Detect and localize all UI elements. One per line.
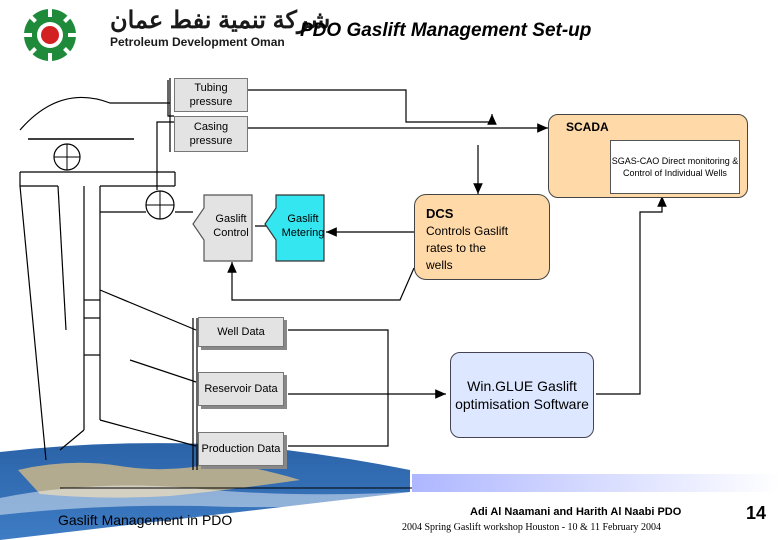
footer-accent-bar (412, 474, 780, 492)
footer-workshop: 2004 Spring Gaslift workshop Houston - 1… (402, 522, 662, 533)
page-title: PDO Gaslift Management Set-up (300, 20, 592, 41)
winglue-box: Win.GLUE Gaslift optimisation Software (450, 352, 594, 438)
gaslift-metering-shape (264, 194, 325, 262)
pdo-logo-icon (23, 8, 77, 62)
gaslift-control-label: Gaslift Control (213, 213, 249, 239)
reservoir-data-box: Reservoir Data (198, 372, 284, 406)
casing-pressure-box: Casing pressure (174, 116, 248, 152)
gaslift-control-shape (192, 194, 253, 262)
scada-label: SCADA (566, 120, 609, 134)
gaslift-metering-label: Gaslift Metering (281, 213, 325, 239)
dcs-body: Controls Gaslift rates to the wells (426, 224, 509, 272)
footer-left-title: Gaslift Management in PDO (58, 512, 233, 528)
logo-english-text: Petroleum Development Oman (110, 35, 285, 49)
tubing-pressure-box: Tubing pressure (174, 78, 248, 112)
well-data-box: Well Data (198, 317, 284, 347)
page-number: 14 (746, 503, 767, 523)
production-data-box: Production Data (198, 432, 284, 466)
sgas-cao-box: SGAS-CAO Direct monitoring & Control of … (610, 140, 740, 194)
dcs-box (414, 194, 550, 280)
footer-authors: Adi Al Naamani and Harith Al Naabi PDO (470, 506, 682, 518)
dcs-title: DCS (426, 206, 454, 221)
logo-arabic-text: شركة تنمية نفط عمان (110, 7, 331, 34)
